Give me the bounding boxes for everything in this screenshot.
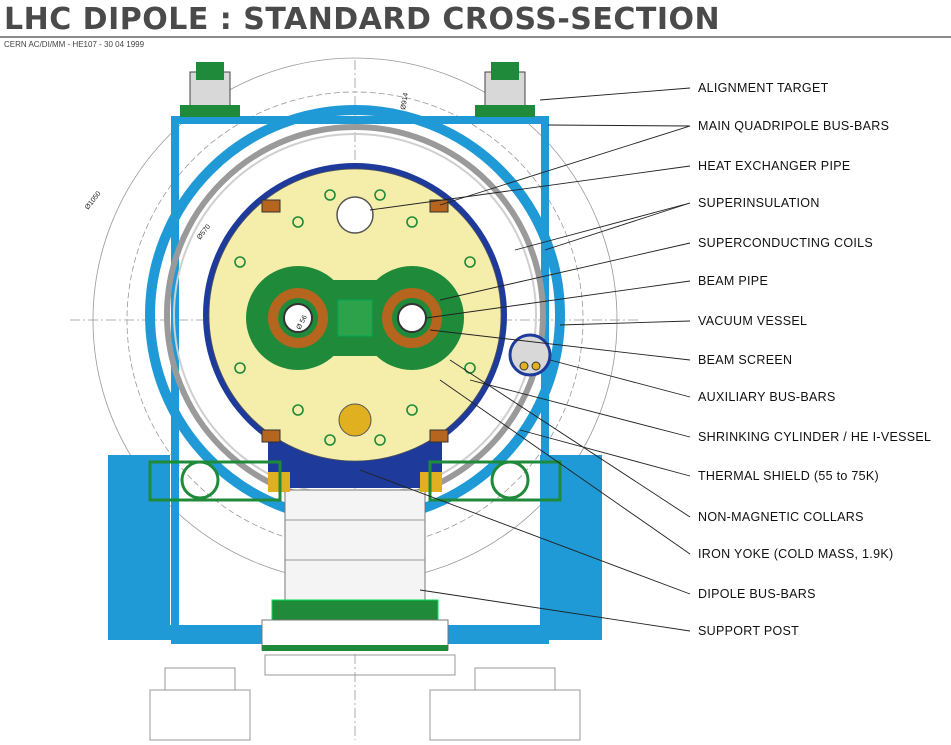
left-foot bbox=[149, 689, 251, 741]
bus-bar-tr bbox=[429, 199, 449, 213]
label-vacuum-vessel: VACUUM VESSEL bbox=[698, 314, 807, 328]
leader-quad-2 bbox=[547, 124, 691, 127]
drawing-reference: CERN AC/DI/MM - HE107 - 30 04 1999 bbox=[4, 40, 145, 49]
label-thermal-shield: THERMAL SHIELD (55 to 75K) bbox=[698, 469, 879, 483]
label-shrinking-cylinder: SHRINKING CYLINDER / HE I-VESSEL bbox=[698, 430, 931, 444]
leader-superins-2 bbox=[544, 202, 691, 251]
leader-thermal bbox=[519, 429, 691, 477]
support-feet bbox=[149, 654, 581, 741]
label-beam-pipe: BEAM PIPE bbox=[698, 274, 768, 288]
bus-bar-tl bbox=[261, 199, 281, 213]
leader-beampipe bbox=[425, 280, 691, 319]
title-rule bbox=[0, 36, 951, 38]
thermal-shield-lower-loops bbox=[148, 460, 562, 502]
label-auxiliary-bus-bars: AUXILIARY BUS-BARS bbox=[698, 390, 836, 404]
leader-vacuum bbox=[559, 320, 691, 326]
base-plate bbox=[264, 654, 456, 676]
dim-914: Ø914 bbox=[400, 92, 410, 110]
beam-pipes bbox=[283, 303, 427, 333]
leader-lines bbox=[359, 87, 691, 632]
leader-alignment bbox=[539, 87, 691, 101]
dim-1050: Ø1050 bbox=[84, 190, 103, 211]
bus-bar-br bbox=[429, 429, 449, 443]
label-iron-yoke: IRON YOKE (COLD MASS, 1.9K) bbox=[698, 547, 893, 561]
label-non-magnetic-collars: NON-MAGNETIC COLLARS bbox=[698, 510, 864, 524]
label-beam-screen: BEAM SCREEN bbox=[698, 353, 792, 367]
leader-quad-1 bbox=[439, 125, 691, 206]
right-foot bbox=[429, 689, 581, 741]
leader-beamscreen bbox=[429, 329, 691, 361]
beam-pipe-left bbox=[283, 303, 313, 333]
vessel-right-leg bbox=[540, 455, 602, 640]
label-superconducting-coils: SUPERCONDUCTING COILS bbox=[698, 236, 873, 250]
vessel-left-leg bbox=[108, 455, 170, 640]
lower-channel bbox=[338, 403, 372, 437]
alignment-target-right[interactable] bbox=[475, 62, 535, 117]
leader-heat-pipe bbox=[369, 165, 691, 211]
leader-dipole-bus bbox=[359, 469, 691, 595]
heat-exchanger-pipe bbox=[336, 196, 374, 234]
label-heat-exchanger-pipe: HEAT EXCHANGER PIPE bbox=[698, 159, 851, 173]
page-title: LHC DIPOLE : STANDARD CROSS-SECTION bbox=[4, 2, 721, 37]
leader-aux bbox=[549, 359, 691, 398]
label-superinsulation: SUPERINSULATION bbox=[698, 196, 820, 210]
label-support-post: SUPPORT POST bbox=[698, 624, 799, 638]
component-labels: ALIGNMENT TARGET MAIN QUADRIPOLE BUS-BAR… bbox=[698, 81, 931, 638]
leader-coils bbox=[439, 242, 691, 301]
leader-support bbox=[419, 589, 691, 632]
left-foot-top bbox=[164, 667, 236, 691]
label-dipole-bus-bars: DIPOLE BUS-BARS bbox=[698, 587, 816, 601]
right-foot-top bbox=[474, 667, 556, 691]
leader-collars bbox=[449, 359, 691, 518]
alignment-target-left[interactable] bbox=[180, 62, 240, 117]
auxiliary-bus-bars bbox=[508, 333, 552, 377]
leader-yoke bbox=[439, 379, 691, 555]
label-main-quadripole-bus-bars: MAIN QUADRIPOLE BUS-BARS bbox=[698, 119, 889, 133]
bus-bar-bl bbox=[261, 429, 281, 443]
leader-shrink bbox=[469, 379, 691, 438]
leader-superins-1 bbox=[514, 202, 691, 251]
beam-pipe-right bbox=[397, 303, 427, 333]
label-alignment-target: ALIGNMENT TARGET bbox=[698, 81, 829, 95]
yoke-holes bbox=[234, 189, 476, 446]
support-post bbox=[261, 489, 449, 651]
